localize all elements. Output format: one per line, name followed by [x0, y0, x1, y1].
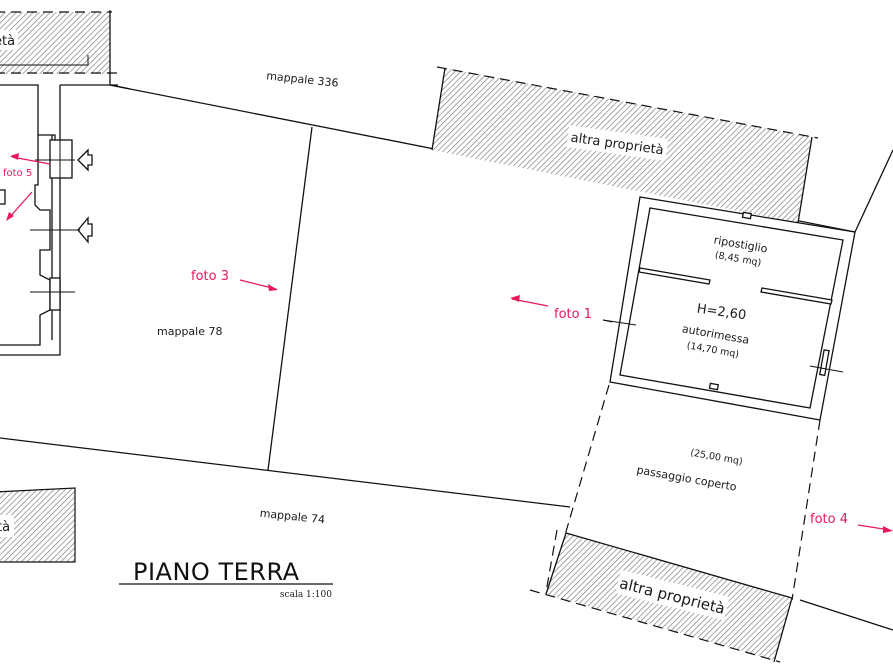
photo-marker-foto1: foto 1 — [510, 295, 613, 323]
entrance-arrow-icon — [77, 148, 93, 172]
other-property-label-bottom-left: tà — [0, 520, 10, 535]
other-property-bottom-center: altra proprietà — [529, 532, 793, 663]
arrow-icon — [510, 295, 520, 302]
passage-area: (25,00 mq) — [689, 448, 743, 468]
photo-marker-foto5: foto 5 — [3, 153, 51, 221]
other-property-top-left: età — [0, 10, 118, 85]
passage-name: passaggio coperto — [636, 463, 738, 493]
photo-marker-foto4: foto 4 — [810, 512, 893, 533]
svg-text:foto 4: foto 4 — [810, 512, 848, 527]
arrow-icon — [883, 526, 893, 533]
room-height-label: H=2,60 — [696, 302, 747, 324]
other-property-label-top-left: età — [0, 34, 15, 49]
title-block: PIANO TERRA scala 1:100 — [119, 558, 333, 600]
entrance-arrow-icon — [77, 216, 93, 244]
other-property-bottom-left: tà — [0, 487, 76, 563]
parcel-label-74: mappale 74 — [259, 507, 325, 527]
arrow-icon — [10, 153, 19, 160]
parcel-label-336: mappale 336 — [266, 69, 339, 90]
svg-text:foto 3: foto 3 — [191, 269, 229, 284]
arrow-icon — [268, 284, 278, 291]
parcel-label-78: mappale 78 — [157, 325, 222, 338]
arrow-icon — [6, 212, 14, 221]
drawing-title: PIANO TERRA — [133, 558, 300, 586]
left-building — [0, 84, 131, 356]
svg-text:foto 5: foto 5 — [3, 168, 32, 179]
garage-building: ripostiglio (8,45 mq) H=2,60 autorimessa… — [602, 196, 856, 421]
other-property-top-center: altra proprietà — [431, 66, 819, 224]
svg-text:foto 1: foto 1 — [554, 307, 592, 322]
drawing-scale: scala 1:100 — [280, 590, 332, 600]
photo-marker-foto3: foto 3 — [191, 269, 278, 291]
